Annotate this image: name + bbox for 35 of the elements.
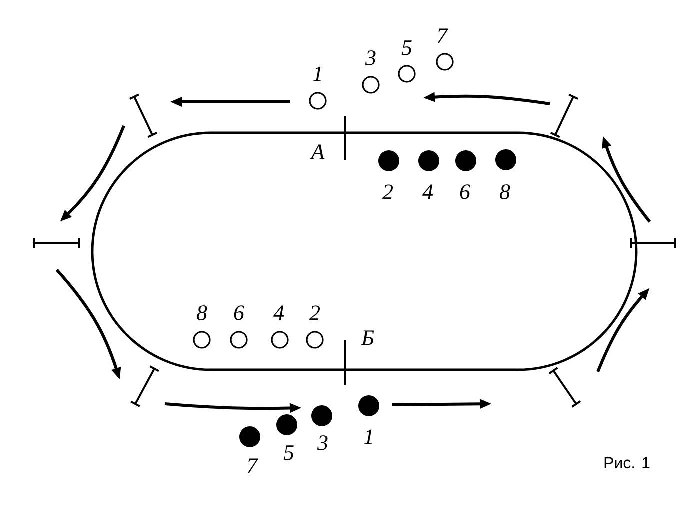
circle-marker	[398, 65, 416, 83]
dot-marker	[456, 150, 476, 172]
number-label: 7	[248, 458, 258, 474]
circle-marker	[309, 92, 327, 110]
number-label: 4	[422, 184, 433, 200]
dot-marker	[418, 150, 440, 172]
number-label: 7	[438, 28, 448, 44]
number-label: 4	[274, 306, 284, 320]
dot-marker	[378, 150, 400, 172]
number-label: 3	[365, 50, 376, 66]
point-label: Б	[361, 330, 374, 346]
circle-marker	[271, 331, 289, 349]
circle-marker	[230, 331, 248, 349]
circle-marker	[362, 76, 380, 94]
number-label: 2	[310, 306, 320, 320]
number-label: 8	[196, 306, 208, 320]
dot-marker	[276, 414, 298, 436]
point-label: А	[310, 144, 325, 160]
number-label: 3	[317, 436, 328, 450]
dot-marker	[358, 396, 380, 416]
dot-marker	[496, 150, 516, 170]
dot-marker	[240, 426, 260, 448]
number-label: 5	[402, 40, 412, 56]
circle-marker	[193, 331, 211, 349]
number-label: 1	[364, 430, 372, 444]
circle-marker	[306, 331, 324, 349]
figure-caption: Рис. 1	[604, 457, 650, 469]
number-label: 2	[382, 184, 394, 200]
number-label: 5	[284, 446, 294, 460]
dot-marker	[312, 406, 332, 426]
number-label: 6	[234, 306, 244, 320]
number-label: 1	[313, 66, 322, 82]
number-label: 6	[460, 184, 470, 200]
circle-marker	[436, 53, 454, 71]
number-label: 8	[500, 184, 510, 200]
